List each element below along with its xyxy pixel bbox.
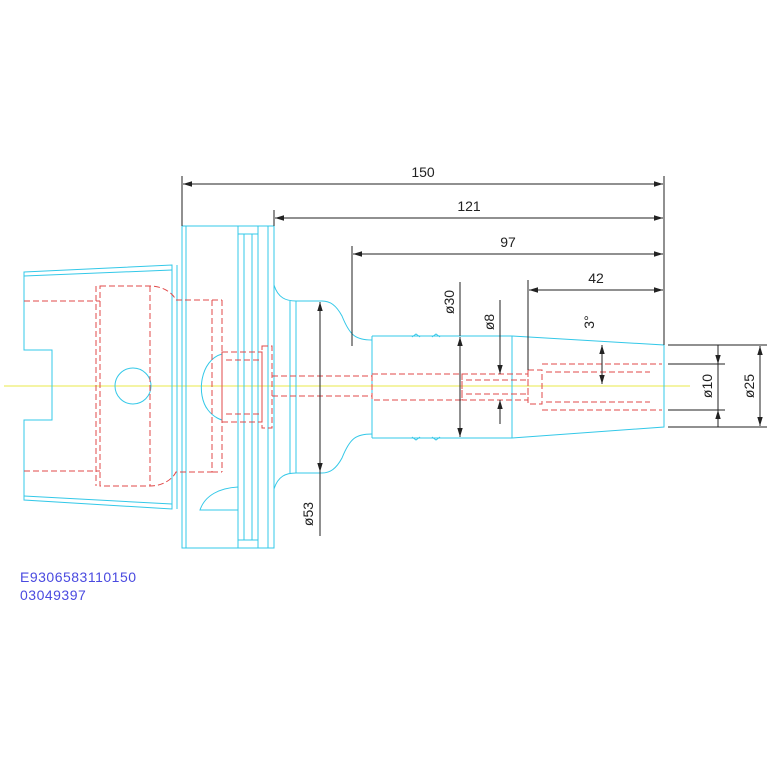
dim-label-dia10: ø10	[699, 374, 715, 398]
flange-outline	[181, 225, 275, 549]
dim-label-150: 150	[411, 164, 435, 180]
drive-slot	[199, 486, 239, 511]
dim-label-dia8: ø8	[481, 314, 497, 331]
dim-label-taper-angle: 3°	[581, 315, 597, 328]
dim-label-dia25: ø25	[741, 374, 757, 398]
cross-hole	[114, 367, 152, 405]
dim-label-dia53: ø53	[300, 502, 316, 526]
nose-taper	[511, 335, 665, 439]
dimension-lines	[181, 176, 767, 536]
dim-label-42: 42	[588, 270, 604, 286]
tool-holder-outline	[23, 225, 665, 549]
part-code-line-1: E9306583110150	[20, 569, 137, 585]
dim-label-dia30: ø30	[441, 290, 457, 314]
part-code-line-2: 03049397	[20, 587, 87, 603]
dim-label-97: 97	[500, 234, 516, 250]
hidden-lines	[24, 285, 662, 487]
dim-label-121: 121	[457, 198, 481, 214]
